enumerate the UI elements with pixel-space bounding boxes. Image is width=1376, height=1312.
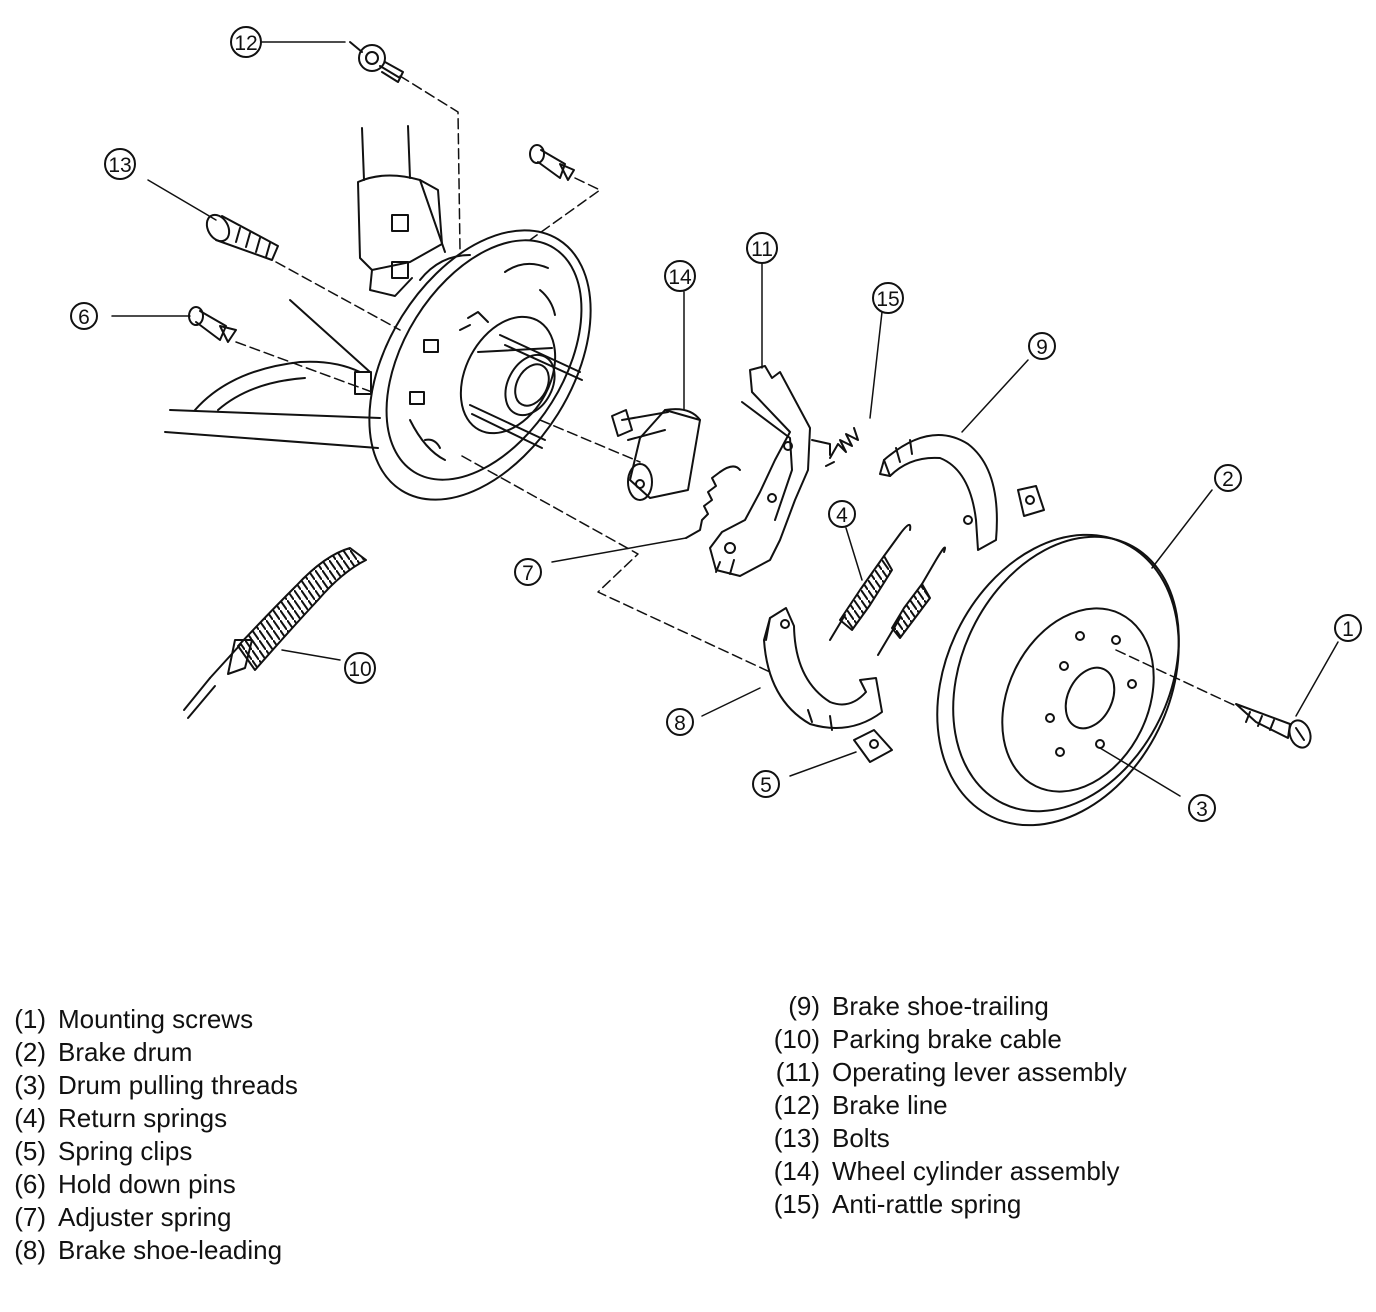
svg-text:4: 4 [836, 504, 848, 527]
leader-lines [111, 41, 1339, 797]
adjuster-spring [685, 465, 741, 539]
svg-text:7: 7 [522, 562, 534, 585]
callout-10: 10 [344, 652, 376, 684]
legend-number: (4) [14, 1103, 46, 1133]
legend-item: (8) Brake shoe-leading [8, 1234, 298, 1267]
callout-9: 9 [1028, 332, 1056, 360]
callout-11: 11 [746, 232, 778, 264]
strut-bolt [529, 144, 575, 181]
legend-item: (3) Drum pulling threads [8, 1069, 298, 1102]
callout-6: 6 [70, 302, 98, 330]
callout-5: 5 [752, 770, 780, 798]
legend-item: (1) Mounting screws [8, 1003, 298, 1036]
mounting-screw [1235, 703, 1312, 749]
legend-label: Return springs [58, 1103, 228, 1133]
svg-text:8: 8 [674, 712, 686, 735]
legend-item: (9) Brake shoe-trailing [766, 990, 1127, 1023]
svg-text:2: 2 [1222, 468, 1234, 491]
legend-number: (15) [773, 1189, 820, 1219]
brake-shoe-trailing [879, 434, 1045, 551]
callout-13: 13 [104, 148, 136, 180]
callout-15: 15 [872, 282, 904, 314]
brake-line-fitting [349, 41, 404, 83]
brake-drum [936, 533, 1180, 827]
legend-label: Hold down pins [58, 1169, 236, 1199]
legend-label: Drum pulling threads [58, 1070, 298, 1100]
callout-4: 4 [828, 500, 856, 528]
svg-text:6: 6 [78, 306, 90, 329]
backing-plate [368, 229, 592, 501]
legend-left: (1) Mounting screws (2) Brake drum (3) Drum… [8, 1003, 298, 1267]
callout-1: 1 [1334, 614, 1362, 642]
legend-item: (12) Brake line [766, 1089, 1127, 1122]
svg-text:12: 12 [234, 32, 257, 55]
legend-number: (7) [14, 1202, 46, 1232]
operating-lever [709, 365, 831, 577]
legend-label: Adjuster spring [58, 1202, 232, 1232]
callout-8: 8 [666, 708, 694, 736]
legend-label: Bolts [832, 1123, 890, 1153]
assembly-lines [235, 75, 1237, 707]
legend-right: (9) Brake shoe-trailing (10) Parking brake… [766, 990, 1127, 1221]
svg-text:10: 10 [348, 658, 371, 681]
legend-label: Anti-rattle spring [832, 1189, 1022, 1219]
anti-rattle-spring [825, 427, 859, 467]
legend-item: (2) Brake drum [8, 1036, 298, 1069]
legend-number: (11) [775, 1057, 820, 1087]
legend-item: (7) Adjuster spring [8, 1201, 298, 1234]
legend-label: Brake shoe-leading [58, 1235, 283, 1265]
legend-item: (11) Operating lever assembly [766, 1056, 1127, 1089]
svg-text:15: 15 [876, 288, 899, 311]
svg-text:1: 1 [1342, 618, 1354, 641]
hold-down-pin [188, 306, 237, 343]
svg-text:9: 9 [1036, 336, 1048, 359]
legend-number: (6) [14, 1169, 46, 1199]
legend-item: (6) Hold down pins [8, 1168, 298, 1201]
legend-label: Mounting screws [58, 1004, 254, 1034]
legend-label: Spring clips [58, 1136, 193, 1166]
svg-text:3: 3 [1196, 798, 1208, 821]
svg-text:11: 11 [751, 238, 773, 261]
legend-item: (14) Wheel cylinder assembly [766, 1155, 1127, 1188]
legend-label: Parking brake cable [832, 1024, 1062, 1054]
wheel-hub [459, 311, 583, 449]
legend-item: (13) Bolts [766, 1122, 1127, 1155]
callout-12: 12 [230, 26, 262, 58]
legend-label: Brake drum [58, 1037, 193, 1067]
legend-label: Brake line [832, 1090, 948, 1120]
legend-item: (15) Anti-rattle spring [766, 1188, 1127, 1221]
svg-text:5: 5 [760, 774, 772, 797]
bolt [205, 213, 279, 261]
legend-number: (3) [14, 1070, 46, 1100]
legend-number: (13) [773, 1123, 820, 1153]
legend-label: Brake shoe-trailing [832, 991, 1049, 1021]
legend-number: (8) [14, 1235, 46, 1265]
brake-shoe-leading [763, 607, 893, 763]
legend-number: (5) [14, 1136, 46, 1166]
callout-14: 14 [664, 260, 696, 292]
legend-label: Operating lever assembly [832, 1057, 1127, 1087]
legend-number: (12) [773, 1090, 820, 1120]
legend-item: (5) Spring clips [8, 1135, 298, 1168]
svg-text:14: 14 [668, 266, 692, 289]
legend-label: Wheel cylinder assembly [832, 1156, 1120, 1186]
callout-3: 3 [1188, 794, 1216, 822]
legend-number: (10) [773, 1024, 820, 1054]
legend-number: (9) [788, 991, 820, 1021]
parking-brake-cable [183, 547, 367, 719]
svg-text:13: 13 [108, 154, 131, 177]
callout-2: 2 [1214, 464, 1242, 492]
legend-item: (10) Parking brake cable [766, 1023, 1127, 1056]
legend-number: (14) [773, 1156, 820, 1186]
legend-number: (1) [14, 1004, 46, 1034]
legend-item: (4) Return springs [8, 1102, 298, 1135]
wheel-cylinder [611, 408, 701, 501]
return-springs [829, 523, 946, 656]
strut [357, 125, 446, 297]
legend-number: (2) [14, 1037, 46, 1067]
callout-7: 7 [514, 558, 542, 586]
